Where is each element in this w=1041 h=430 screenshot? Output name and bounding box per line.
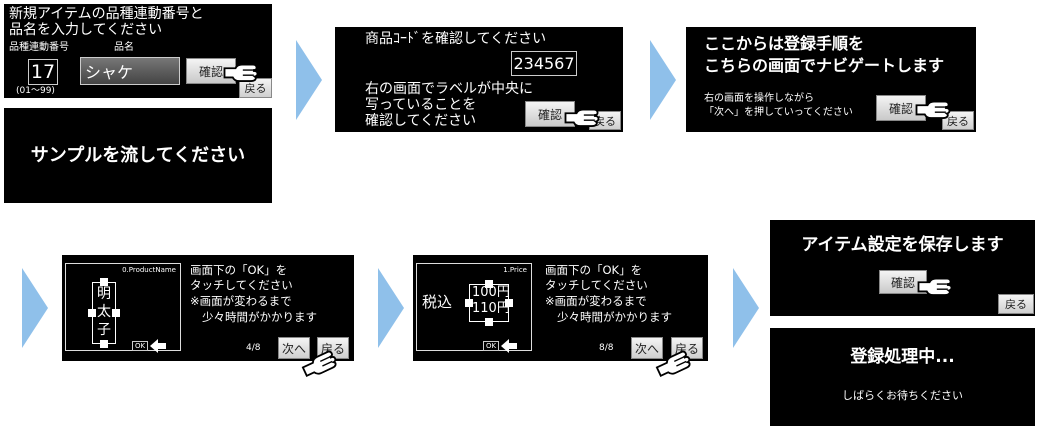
pointing-hand-icon: [563, 105, 601, 127]
flow-arrow: [296, 40, 322, 120]
instruction-line-2: タッチしてください: [190, 278, 293, 292]
preview-header: 1.Price: [503, 266, 527, 274]
camera-preview: 1.Price 税込 100円 110円 OK: [416, 263, 532, 353]
title-line-1: ここからは登録手順を: [704, 34, 865, 53]
instruction-line-4: 少々時間がかかります: [202, 310, 317, 324]
preview-char: 明: [97, 286, 111, 302]
frame-handle-bottom: [100, 340, 108, 348]
back-button[interactable]: 戻る: [998, 294, 1034, 314]
screen-item-number-input: 新規アイテムの品種連動番号と 品名を入力してください 品種連動番号 品名 17 …: [4, 4, 272, 98]
product-code-field[interactable]: 234567: [511, 51, 577, 76]
preview-price-2: 110円: [472, 301, 510, 316]
range-hint: (01～99): [16, 86, 55, 96]
screen-save-item-settings: アイテム設定を保存します 確認 戻る: [770, 220, 1035, 316]
pointing-hand-icon: [916, 274, 954, 296]
frame-handle-bottom: [485, 318, 493, 326]
step-indicator: 8/8: [599, 343, 614, 353]
ok-button[interactable]: OK: [132, 341, 148, 351]
instruction-line-3: ※画面が変わるまで: [190, 294, 292, 308]
frame-handle-left: [88, 309, 96, 317]
back-button[interactable]: 戻る: [239, 78, 272, 98]
confirm-button[interactable]: 確認: [876, 95, 926, 121]
flow-arrow: [733, 268, 759, 348]
body-line-1: 右の画面でラベルが中央に: [365, 81, 533, 97]
frame-handle-top: [100, 278, 108, 286]
screen-navigation-intro: ここからは登録手順を こちらの画面でナビゲートします 右の画面を操作しながら 「…: [686, 27, 976, 132]
step-indicator: 4/8: [246, 343, 261, 353]
next-button[interactable]: 次へ: [631, 337, 663, 359]
frame-handle-right: [505, 299, 513, 307]
item-name-value: シャケ: [85, 63, 134, 82]
ok-button[interactable]: OK: [483, 341, 499, 351]
next-button[interactable]: 次へ: [278, 337, 310, 359]
instruction-line-1: 画面下の「OK」を: [545, 263, 643, 277]
flow-arrow: [378, 268, 404, 348]
frame-handle-left: [465, 299, 473, 307]
frame-handle-right: [112, 309, 120, 317]
item-number-field[interactable]: 17: [28, 59, 58, 85]
label-item-number: 品種連動番号: [9, 42, 69, 53]
instruction-line-3: ※画面が変わるまで: [545, 294, 647, 308]
item-name-field[interactable]: シャケ: [80, 57, 180, 85]
registering-subtitle: しばらくお待ちください: [842, 389, 963, 402]
screen-registering: 登録処理中... しばらくお待ちください: [770, 328, 1035, 426]
flow-arrow: [22, 268, 48, 348]
left-arrow-icon: [501, 339, 517, 353]
preview-price-1: 100円: [472, 285, 510, 300]
flow-sample-message: サンプルを流してください: [30, 145, 246, 166]
screen-step-price: 1.Price 税込 100円 110円 OK 画面下の「OK」を タッチしてく…: [413, 255, 708, 361]
screen-product-code-confirm: 商品ｺｰﾄﾞを確認してください 234567 右の画面でラベルが中央に 写ってい…: [335, 27, 623, 132]
registering-title: 登録処理中...: [850, 347, 955, 367]
pointing-hand-icon: [222, 60, 260, 82]
preview-left-text: 税込: [422, 293, 453, 311]
body-line-2: 「次へ」を押していってください: [704, 107, 853, 118]
instruction-line-4: 少々時間がかかります: [557, 310, 672, 324]
title-line-1: 新規アイテムの品種連動番号と: [9, 6, 204, 22]
screen-flow-sample: サンプルを流してください: [4, 108, 272, 203]
instruction-line-2: タッチしてください: [545, 278, 648, 292]
body-line-3: 確認してください: [365, 113, 477, 129]
body-line-1: 右の画面を操作しながら: [704, 93, 814, 104]
left-arrow-icon: [150, 339, 166, 353]
body-line-2: 写っていることを: [365, 97, 477, 113]
screen-step-product-name: 0.ProductName 明 太 子 OK 画面下の「OK」を タッチしてくだ…: [62, 255, 354, 361]
instruction-line-1: 画面下の「OK」を: [190, 263, 288, 277]
frame-handle-top: [485, 280, 493, 288]
back-button[interactable]: 戻る: [942, 111, 974, 130]
preview-header: 0.ProductName: [122, 266, 176, 274]
preview-char: 子: [97, 322, 111, 338]
save-title: アイテム設定を保存します: [801, 235, 1004, 255]
preview-char: 太: [97, 304, 111, 320]
title-line-2: こちらの画面でナビゲートします: [704, 56, 945, 75]
pointing-hand-icon: [914, 97, 952, 119]
camera-preview: 0.ProductName 明 太 子 OK: [65, 263, 181, 353]
flow-arrow: [650, 40, 676, 120]
title-line-2: 品名を入力してください: [9, 22, 163, 38]
label-item-name: 品名: [114, 42, 134, 53]
product-code-prompt: 商品ｺｰﾄﾞを確認してください: [365, 31, 547, 47]
